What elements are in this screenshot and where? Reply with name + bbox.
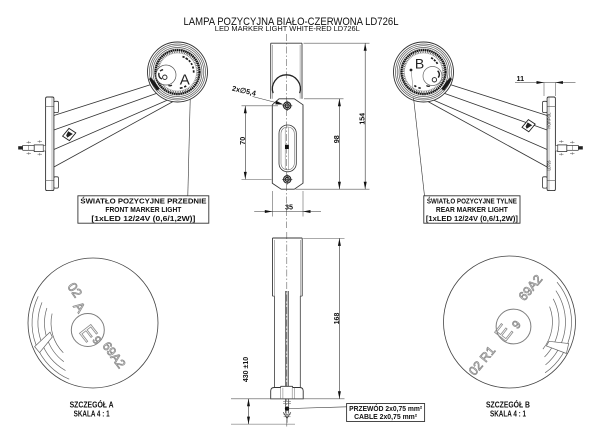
svg-text:ŚWIATŁO POZYCYJNE PRZEDNIE: ŚWIATŁO POZYCYJNE PRZEDNIE <box>80 197 206 206</box>
svg-text:[1xLED 12/24V (0,6/1,2W)]: [1xLED 12/24V (0,6/1,2W)] <box>91 214 196 223</box>
svg-text:SZCZEGÓŁ A: SZCZEGÓŁ A <box>70 399 114 410</box>
svg-text:35: 35 <box>285 203 293 212</box>
svg-text:11: 11 <box>516 74 524 83</box>
svg-text:A: A <box>180 72 190 89</box>
svg-text:SKALA 4 : 1: SKALA 4 : 1 <box>490 409 526 419</box>
svg-text:CABLE 2x0,75 mm²: CABLE 2x0,75 mm² <box>354 412 418 421</box>
svg-text:LED MARKER LIGHT WHITE-RED LD7: LED MARKER LIGHT WHITE-RED LD726L <box>215 26 360 33</box>
svg-text:FRONT MARKER LIGHT: FRONT MARKER LIGHT <box>105 205 181 214</box>
svg-text:ŚWIATŁO POZYCYJNE TYLNE: ŚWIATŁO POZYCYJNE TYLNE <box>427 197 517 206</box>
svg-text:[1xLED 12/24V (0,6/1,2W)]: [1xLED 12/24V (0,6/1,2W)] <box>426 214 519 223</box>
svg-text:168: 168 <box>334 313 341 325</box>
svg-text:SZCZEGÓŁ B: SZCZEGÓŁ B <box>486 399 530 410</box>
svg-text:LD726: LD726 <box>546 160 551 171</box>
svg-text:70: 70 <box>238 137 247 145</box>
svg-text:REAR MARKER LIGHT: REAR MARKER LIGHT <box>436 205 508 214</box>
svg-text:LAMPA POZYCYJNA BIAŁO-CZERWONA: LAMPA POZYCYJNA BIAŁO-CZERWONA LD726L <box>184 16 399 28</box>
svg-text:B: B <box>415 56 424 72</box>
svg-text:HORPOL: HORPOL <box>546 112 551 129</box>
svg-text:430 ±10: 430 ±10 <box>243 357 250 382</box>
svg-text:SKALA 4 : 1: SKALA 4 : 1 <box>74 409 110 419</box>
svg-text:154: 154 <box>360 113 367 125</box>
svg-text:98: 98 <box>332 135 341 143</box>
svg-text:PRZEWÓD 2x0,75 mm²: PRZEWÓD 2x0,75 mm² <box>349 404 423 413</box>
